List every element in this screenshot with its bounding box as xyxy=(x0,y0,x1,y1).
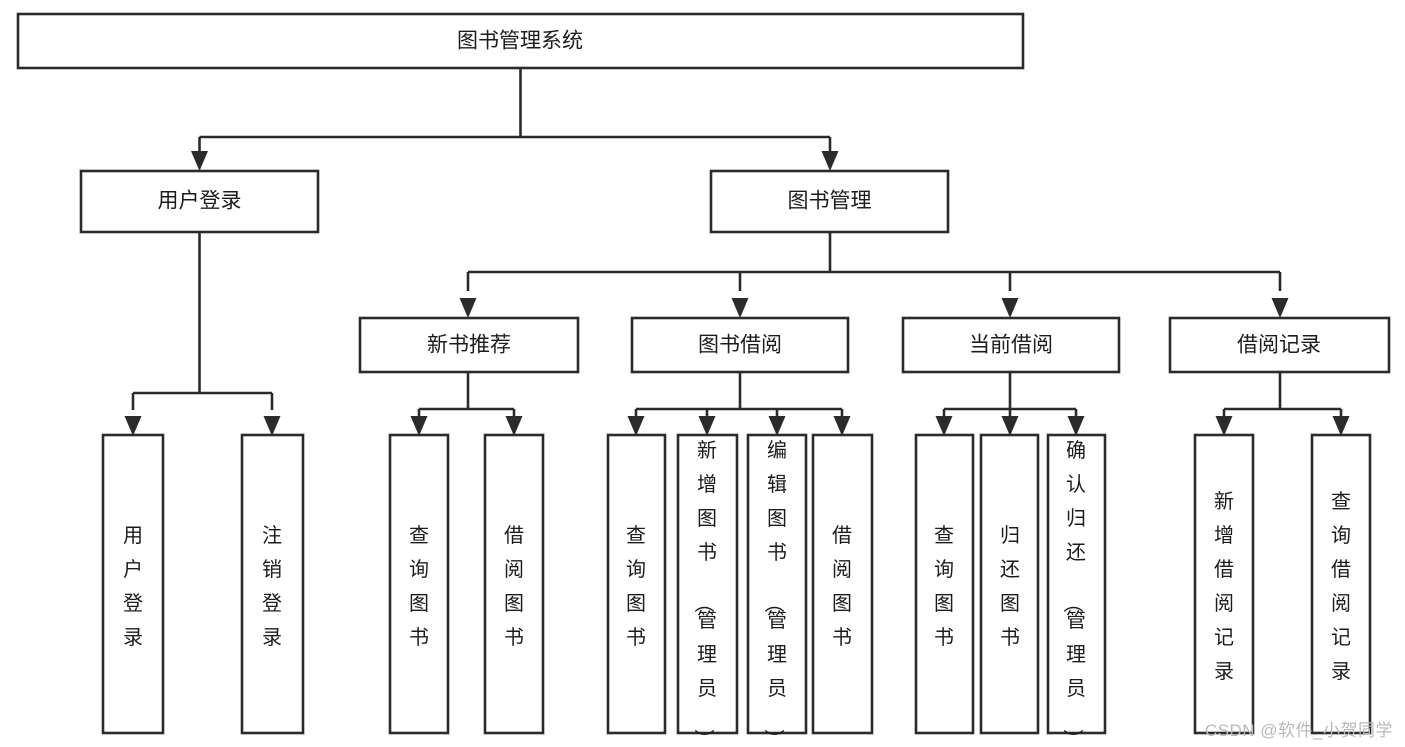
leaf-return-book-box[interactable] xyxy=(979,433,1040,735)
leaf-query-book-3-box[interactable] xyxy=(914,433,975,735)
leaf-add-book-box[interactable] xyxy=(676,433,739,735)
leaf-add-record-box[interactable] xyxy=(1193,433,1255,735)
arrow-cb-leaf-1 xyxy=(935,416,953,436)
arrow-root-to-book-manage xyxy=(821,151,839,171)
leaf-query-record-box[interactable] xyxy=(1310,433,1372,735)
leaf-query-record-label: 查询借阅记录 xyxy=(1331,490,1351,683)
node-current-borrow-box[interactable] xyxy=(901,316,1121,374)
leaf-add-record-label: 新增借阅记录 xyxy=(1214,490,1234,683)
arrow-br-leaf-2 xyxy=(1332,416,1350,436)
arrow-cb-leaf-2 xyxy=(1001,416,1019,436)
arrow-user-login-leaf-2 xyxy=(263,416,281,436)
leaf-borrow-book-1-label: 借阅图书 xyxy=(504,524,524,649)
leaf-borrow-book-2-label: 借阅图书 xyxy=(832,524,852,649)
arrow-bm-to-book-borrow xyxy=(731,298,749,318)
leaf-logout-login-box[interactable] xyxy=(240,433,305,735)
leaf-return-book-label: 归还图书 xyxy=(1000,524,1020,649)
leaf-confirm-return-box[interactable] xyxy=(1046,433,1107,735)
node-user-login[interactable]: 用户登录 xyxy=(79,169,320,234)
leaf-query-book-3-label: 查询图书 xyxy=(934,524,954,649)
node-book-manage[interactable]: 图书管理 xyxy=(709,169,950,234)
arrow-bb-leaf-4 xyxy=(833,416,851,436)
arrow-bm-to-current-borrow xyxy=(1001,298,1019,318)
leaf-confirm-return-label: 确认归还（管理员） xyxy=(1061,439,1086,747)
leaf-user-login-box[interactable] xyxy=(101,433,165,735)
node-book-borrow-label: 图书借阅 xyxy=(698,334,782,357)
leaf-label-layer: 用户登录 注销登录 查询图书 借阅图书 查询图书 新增图书（管理员） 编辑图书（… xyxy=(123,439,1351,747)
node-user-login-box[interactable] xyxy=(79,169,320,234)
arrow-nbr-leaf-2 xyxy=(505,416,523,436)
leaf-query-book-1-label: 查询图书 xyxy=(409,524,429,649)
arrow-user-login-leaf-1 xyxy=(124,416,142,436)
node-new-book-recommend-box[interactable] xyxy=(358,316,580,374)
node-borrow-record-box[interactable] xyxy=(1168,316,1391,374)
arrow-br-leaf-1 xyxy=(1215,416,1233,436)
node-root-box[interactable] xyxy=(16,12,1025,70)
node-borrow-record[interactable]: 借阅记录 xyxy=(1168,316,1391,374)
node-new-book-recommend[interactable]: 新书推荐 xyxy=(358,316,580,374)
leaf-user-login-label: 用户登录 xyxy=(123,525,143,649)
leaf-query-book-1-box[interactable] xyxy=(388,433,450,735)
node-root[interactable]: 图书管理系统 xyxy=(16,12,1025,70)
connector-layer xyxy=(124,68,1350,436)
leaf-logout-login-label: 注销登录 xyxy=(262,524,282,649)
arrow-bb-leaf-2 xyxy=(698,416,716,436)
arrow-bb-leaf-1 xyxy=(627,416,645,436)
node-book-borrow-box[interactable] xyxy=(630,316,850,374)
leaf-query-book-2-box[interactable] xyxy=(606,433,667,735)
arrow-bm-to-new-book-recommend xyxy=(459,298,477,318)
arrow-cb-leaf-3 xyxy=(1067,416,1085,436)
node-root-label: 图书管理系统 xyxy=(457,30,583,53)
arrow-bm-to-borrow-record xyxy=(1271,298,1289,318)
node-book-manage-box[interactable] xyxy=(709,169,950,234)
leaf-query-book-2-label: 查询图书 xyxy=(626,524,646,649)
node-borrow-record-label: 借阅记录 xyxy=(1237,334,1321,357)
node-book-manage-label: 图书管理 xyxy=(788,190,872,213)
node-current-borrow[interactable]: 当前借阅 xyxy=(901,316,1121,374)
leaf-edit-book-label: 编辑图书（管理员） xyxy=(762,439,787,747)
node-current-borrow-label: 当前借阅 xyxy=(969,334,1053,357)
arrow-bb-leaf-3 xyxy=(768,416,786,436)
node-new-book-recommend-label: 新书推荐 xyxy=(427,334,511,357)
leaf-borrow-book-2-box[interactable] xyxy=(811,433,874,735)
arrow-root-to-user-login xyxy=(191,151,208,171)
node-user-login-label: 用户登录 xyxy=(158,190,242,213)
arrow-nbr-leaf-1 xyxy=(410,416,428,436)
leaf-edit-book-box[interactable] xyxy=(746,433,808,735)
leaf-borrow-book-1-box[interactable] xyxy=(483,433,545,735)
leaf-add-book-label: 新增图书（管理员） xyxy=(692,439,717,747)
node-book-borrow[interactable]: 图书借阅 xyxy=(630,316,850,374)
